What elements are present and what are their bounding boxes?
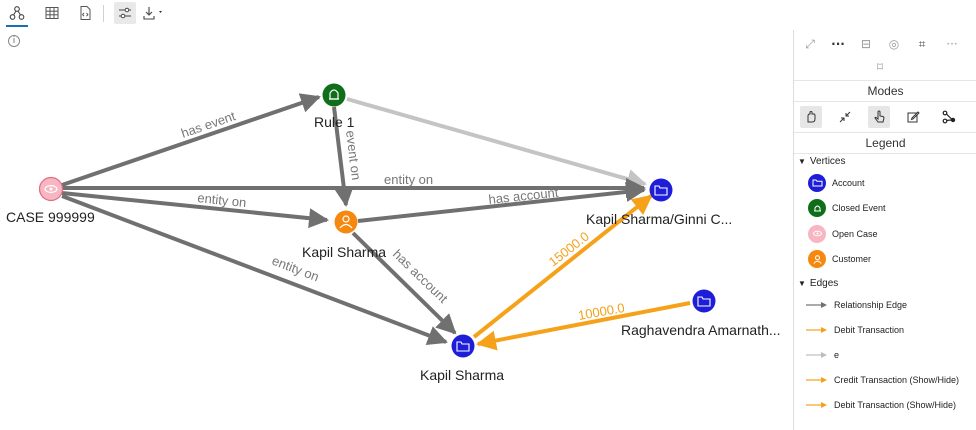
- toolbar-separator: [103, 5, 104, 22]
- legend-edge-debit-showhide[interactable]: Debit Transaction (Show/Hide): [794, 392, 976, 417]
- vertex-label: Kapil Sharma: [302, 244, 386, 260]
- select-mode-icon[interactable]: [800, 106, 822, 128]
- graph-canvas[interactable]: has event entity on entity on entity on …: [0, 0, 792, 430]
- folder-icon: [808, 173, 826, 192]
- overflow-icon[interactable]: ···: [946, 37, 958, 51]
- person-icon: [339, 215, 353, 229]
- legend-vertex-account[interactable]: Account: [794, 170, 976, 196]
- download-icon[interactable]: [139, 2, 169, 24]
- legend-edge-credit-showhide[interactable]: Credit Transaction (Show/Hide): [794, 367, 976, 392]
- folder-icon: [654, 185, 668, 196]
- arrow-icon: [806, 301, 827, 308]
- edge-has-event[interactable]: [61, 93, 321, 187]
- vertex-label: Raghavendra Amarnath...: [621, 322, 781, 338]
- more-dots-icon[interactable]: ···: [831, 37, 845, 51]
- vertex-case[interactable]: CASE 999999: [6, 176, 95, 226]
- legend-label: Open Case: [832, 228, 878, 239]
- table-view-icon[interactable]: [41, 2, 63, 24]
- active-tab-indicator: [6, 25, 28, 27]
- legend-label: Debit Transaction (Show/Hide): [834, 399, 957, 410]
- vertex-account-3[interactable]: Raghavendra Amarnath...: [621, 289, 781, 339]
- legend-vertex-closed-event[interactable]: Closed Event: [794, 196, 976, 222]
- edge-label-entity-on-1: entity on: [384, 172, 433, 187]
- legend-label: Customer: [832, 254, 872, 265]
- code-view-icon[interactable]: [74, 2, 96, 24]
- panel-toolbar: ⤢ ··· ⊟ ◎ ⌗ ··· ⌑: [794, 30, 976, 81]
- edge-label-event-on: event on: [343, 130, 364, 181]
- edge-10000[interactable]: [476, 301, 691, 351]
- vertices-heading: Vertices: [809, 156, 846, 167]
- legend-label: e: [834, 349, 840, 360]
- modes-title: Modes: [794, 81, 976, 102]
- legend-edge-e[interactable]: e: [794, 342, 976, 367]
- settings-sliders-icon[interactable]: [114, 2, 136, 24]
- arrow-icon: [806, 351, 827, 358]
- vertex-label: CASE 999999: [6, 209, 95, 225]
- edge-entity-on-2[interactable]: [61, 191, 329, 229]
- edge-event-on[interactable]: [332, 106, 354, 207]
- edge-has-account-1[interactable]: [357, 181, 646, 223]
- vertex-label: Rule 1: [314, 114, 355, 130]
- modes-bar: [794, 102, 976, 133]
- edges-heading: Edges: [809, 278, 839, 289]
- legend-vertex-customer[interactable]: Customer: [794, 247, 976, 273]
- collapse-mode-icon[interactable]: [834, 106, 856, 128]
- edge-label-entity-on-2: entity on: [197, 190, 247, 210]
- collapse-icon[interactable]: ⊟: [860, 37, 872, 51]
- legend-edge-relationship[interactable]: Relationship Edge: [794, 292, 976, 317]
- edge-label-has-account-1: has account: [488, 185, 560, 207]
- crop-icon[interactable]: ⌑: [876, 60, 884, 74]
- info-icon[interactable]: i: [8, 35, 20, 47]
- folder-icon: [456, 341, 470, 352]
- legend-edges: ▼Edges Relationship Edge Debit Transacti…: [794, 276, 976, 417]
- person-icon: [808, 250, 826, 269]
- fit-icon[interactable]: ⌗: [918, 36, 926, 51]
- vertex-rule[interactable]: Rule 1: [314, 83, 355, 131]
- vertex-customer[interactable]: Kapil Sharma: [302, 210, 386, 261]
- vertices-section-toggle[interactable]: ▼Vertices: [794, 154, 976, 170]
- legend-title: Legend: [794, 133, 976, 154]
- graph-toolbar: [0, 0, 200, 30]
- vertex-account-1[interactable]: Kapil Sharma/Ginni C...: [586, 178, 732, 228]
- legend-label: Debit Transaction: [834, 324, 905, 335]
- arrow-icon: [806, 401, 827, 408]
- eye-icon: [44, 185, 58, 194]
- edge-entity-on-3[interactable]: [61, 194, 448, 345]
- target-icon[interactable]: ◎: [888, 37, 900, 51]
- folder-icon: [697, 296, 711, 307]
- eye-icon: [808, 224, 826, 243]
- connect-mode-icon[interactable]: [938, 106, 960, 128]
- arrow-icon: [806, 326, 827, 333]
- legend-label: Closed Event: [832, 203, 886, 214]
- edge-has-account-2[interactable]: [351, 231, 457, 335]
- legend-vertices: ▼Vertices Account Closed Event Open Case…: [794, 154, 976, 272]
- legend-label: Credit Transaction (Show/Hide): [834, 374, 960, 385]
- legend-label: Relationship Edge: [834, 299, 908, 310]
- arrow-icon: [806, 376, 827, 383]
- bell-icon: [329, 89, 339, 100]
- legend-label: Account: [832, 177, 865, 188]
- caret-down-icon: ▼: [798, 157, 806, 166]
- bell-icon: [808, 199, 826, 218]
- expand-icon[interactable]: ⤢: [805, 36, 815, 51]
- edges-section-toggle[interactable]: ▼Edges: [794, 276, 976, 292]
- graph-view-icon[interactable]: [6, 2, 28, 24]
- edge-light[interactable]: [346, 97, 647, 189]
- legend-vertex-open-case[interactable]: Open Case: [794, 221, 976, 247]
- vertex-label: Kapil Sharma: [420, 367, 504, 383]
- edit-mode-icon[interactable]: [902, 106, 924, 128]
- edge-15000[interactable]: [472, 194, 653, 339]
- settings-panel: ⤢ ··· ⊟ ◎ ⌗ ··· ⌑ Modes Legend ▼Vertices…: [793, 30, 976, 430]
- vertex-account-2[interactable]: Kapil Sharma: [420, 334, 504, 384]
- pan-mode-icon[interactable]: [868, 106, 890, 128]
- vertex-label: Kapil Sharma/Ginni C...: [586, 211, 732, 227]
- legend-edge-debit[interactable]: Debit Transaction: [794, 317, 976, 342]
- caret-down-icon: ▼: [798, 279, 806, 288]
